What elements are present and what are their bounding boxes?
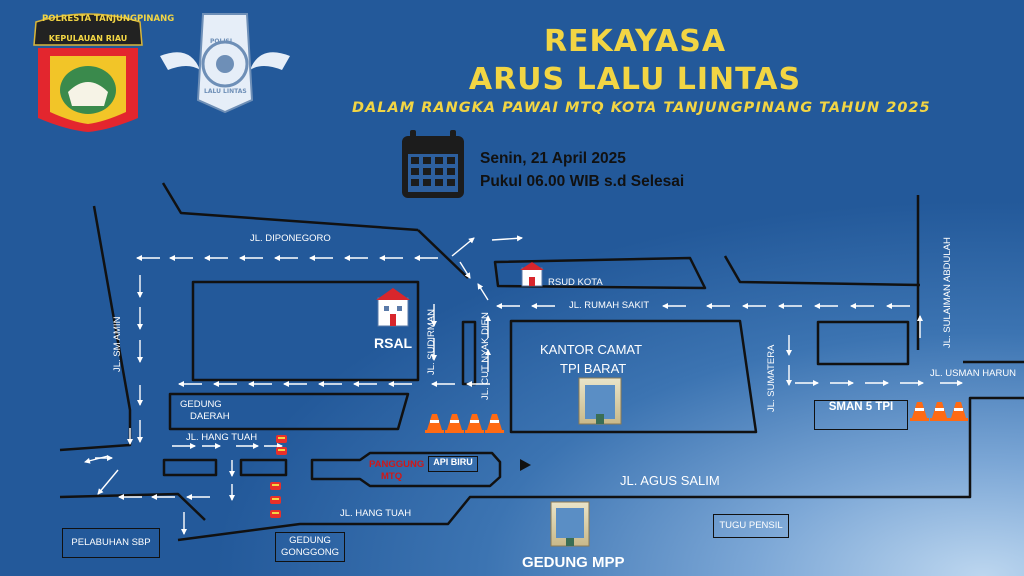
road-top-diagonal	[161, 182, 419, 232]
office-building-icon	[550, 501, 590, 547]
title-line-2: ARUS LALU LINTAS	[468, 62, 802, 97]
block-rsal	[191, 280, 420, 382]
block-hang-tuah-left	[162, 458, 218, 477]
block-hang-tuah-right	[239, 458, 288, 477]
street-label-agus-salim: JL. AGUS SALIM	[620, 473, 720, 488]
traffic-arrows	[84, 235, 963, 535]
gedung-daerah-line-1: GEDUNG	[180, 399, 222, 410]
place-label-panggung-mtq: PANGGUNG MTQ	[369, 459, 424, 483]
street-label-hang-tuah-bottom: JL. HANG TUAH	[340, 508, 412, 519]
lantas-logo-bottom-text: LALU LINTAS	[204, 88, 247, 95]
traffic-cone-icon	[485, 414, 504, 433]
traffic-cone-icon	[425, 414, 444, 433]
block-kantor-camat	[509, 319, 758, 434]
road-mid-left-bottom	[59, 492, 206, 521]
road-barrier-icon	[270, 482, 281, 490]
lalu-lintas-logo	[160, 13, 290, 114]
block-rsud-kota	[493, 256, 707, 290]
road-hang-tuah-bottom	[177, 396, 1024, 542]
calendar-icon	[402, 130, 464, 198]
block-panggung-outline	[310, 451, 502, 488]
street-label-hang-tuah-top: JL. HANG TUAH	[186, 432, 258, 443]
traffic-cone-icon	[949, 402, 968, 421]
road-sudirman-cut	[417, 229, 469, 279]
place-box-pelabuhan-sbp: PELABUHAN SBP	[62, 528, 160, 558]
street-label-rumah-sakit: JL. RUMAH SAKIT	[569, 300, 650, 311]
place-box-tugu-pensil: TUGU PENSIL	[713, 514, 789, 538]
road-barrier-icon	[270, 510, 281, 518]
traffic-cone-icon	[465, 414, 484, 433]
traffic-cone-icon	[930, 402, 949, 421]
polresta-logo-bottom-text: KEPULAUAN RIAU	[48, 34, 128, 43]
flow-arrow	[459, 261, 471, 279]
hospital-icon	[376, 288, 410, 327]
block-right-upper	[816, 320, 910, 366]
flow-arrow	[97, 469, 119, 495]
place-label-rsud-kota: RSUD KOTA	[548, 277, 603, 288]
panggung-line-2: MTQ	[381, 471, 403, 482]
street-label-usman-harun: JL. USMAN HARUN	[930, 368, 1017, 379]
flow-arrow	[451, 237, 475, 257]
gedung-gonggong-line-1: GEDUNG	[289, 535, 331, 546]
flow-arrow	[491, 235, 523, 242]
direction-marker-icon	[520, 459, 531, 471]
place-label-kantor-camat-1: KANTOR CAMAT	[540, 342, 643, 357]
place-label-gedung-mpp: GEDUNG MPP	[522, 554, 625, 571]
road-right-top	[723, 255, 921, 287]
road-left-edge	[59, 205, 132, 452]
subtitle: DALAM RANGKA PAWAI MTQ KOTA TANJUNGPINAN…	[352, 100, 931, 116]
event-time: Pukul 06.00 WIB s.d Selesai	[480, 173, 685, 190]
road-barrier-icon	[270, 496, 281, 504]
title-line-1: REKAYASA	[543, 24, 727, 59]
median-cut-nyak-dien	[461, 320, 477, 386]
road-barrier-icon	[276, 447, 287, 455]
street-label-sumatera: JL. SUMATERA	[766, 344, 777, 412]
place-label-rsal: RSAL	[374, 335, 413, 351]
street-label-sudirman: JL. SUDIRMAN	[426, 309, 437, 375]
block-gedung-daerah	[168, 392, 410, 431]
place-box-api-biru: API BIRU	[428, 456, 478, 472]
polresta-logo	[33, 13, 143, 132]
street-label-cut-nyak-dien: JL. CUT NYAK DIEN	[480, 312, 491, 400]
place-label-kantor-camat-2: TPI BARAT	[560, 361, 627, 376]
place-label-gedung-daerah: GEDUNG DAERAH	[180, 399, 230, 423]
gedung-gonggong-line-2: GONGGONG	[280, 547, 340, 558]
place-box-sman5: SMAN 5 TPI	[814, 400, 908, 430]
flow-arrow	[84, 455, 109, 464]
road-barrier-icon	[276, 435, 287, 443]
street-label-sulaiman-abdulah: JL. SULAIMAN ABDULAH	[942, 237, 953, 348]
traffic-cone-icon	[445, 414, 464, 433]
gedung-daerah-line-2: DAERAH	[190, 411, 230, 422]
lantas-logo-top-text: POLISI	[210, 38, 233, 45]
place-box-gedung-gonggong: GEDUNG GONGGONG	[275, 532, 345, 562]
street-label-diponegoro: JL. DIPONEGORO	[250, 233, 331, 244]
panggung-line-1: PANGGUNG	[369, 459, 425, 470]
office-building-icon	[578, 377, 622, 425]
hospital-icon	[520, 262, 544, 287]
street-label-sm-amin: JL. SM AMIN	[112, 316, 123, 372]
polresta-logo-top-text: POLRESTA TANJUNGPINANG	[42, 14, 175, 24]
event-date: Senin, 21 April 2025	[480, 150, 626, 167]
road-network	[59, 182, 1024, 542]
flow-arrow	[477, 283, 489, 301]
traffic-cone-icon	[910, 402, 929, 421]
